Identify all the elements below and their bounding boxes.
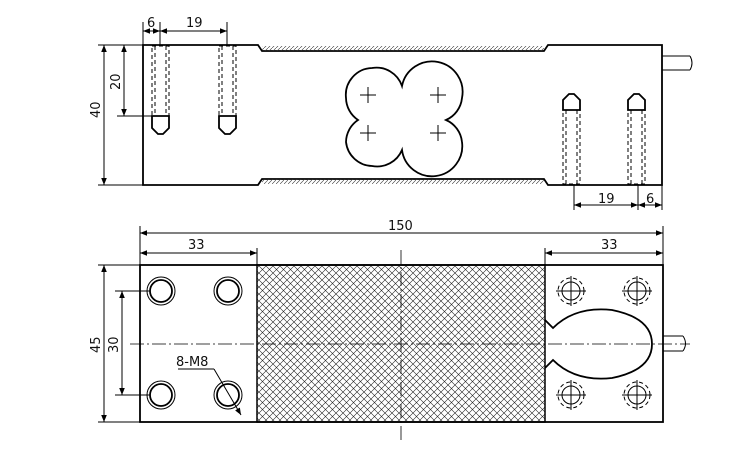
dim-total-length: 150 [388,219,413,234]
dim-thread-depth: 20 [109,73,124,90]
right-mount-hole-3 [556,380,586,410]
dim-hole-pitch-right: 19 [598,192,615,207]
top-strain-strip [262,46,544,51]
dim-end-block-left: 33 [188,238,205,253]
left-mount-hole-2 [213,276,243,306]
dim-plan-vertical: 45 30 [89,264,150,423]
cable-stub-bottom [663,335,686,352]
dim-bottom-right: 19 6 [573,184,663,210]
right-mount-hole-1 [556,276,586,306]
thread-callout-group: 8-M8 [176,355,242,416]
right-thread-hole-2 [627,93,646,185]
dim-hole-spacing: 30 [107,336,122,353]
dim-hole-offset-left: 6 [147,16,155,31]
cable-stub-top [662,55,693,71]
cable-pocket [544,308,653,380]
cutout-centers [360,87,446,141]
left-mount-hole-4 [213,380,243,410]
right-mount-hole-2 [622,276,652,306]
side-view-outline [142,44,663,186]
dim-height: 40 [89,101,104,118]
left-thread-hole-2 [218,45,237,135]
dim-end-blocks: 33 33 [140,238,663,265]
side-view: 6 19 40 20 19 6 [89,16,693,210]
left-thread-hole-1 [151,45,170,135]
dim-left-vertical: 40 20 [89,44,152,186]
bottom-strain-strip [262,179,544,184]
plan-view: 150 33 33 [89,219,690,440]
strain-cutout [344,60,464,178]
dim-total-length-group: 150 [139,219,664,265]
left-mount-hole-3 [146,380,176,410]
thread-callout: 8-M8 [176,355,208,370]
dim-end-block-right: 33 [601,238,618,253]
dim-hole-offset-right: 6 [646,192,654,207]
dim-top-left: 6 19 [142,16,228,46]
right-thread-hole-1 [562,93,581,185]
dim-width: 45 [89,336,104,353]
right-mount-hole-4 [622,380,652,410]
dim-hole-pitch-left: 19 [186,16,203,31]
left-mount-hole-1 [146,276,176,306]
